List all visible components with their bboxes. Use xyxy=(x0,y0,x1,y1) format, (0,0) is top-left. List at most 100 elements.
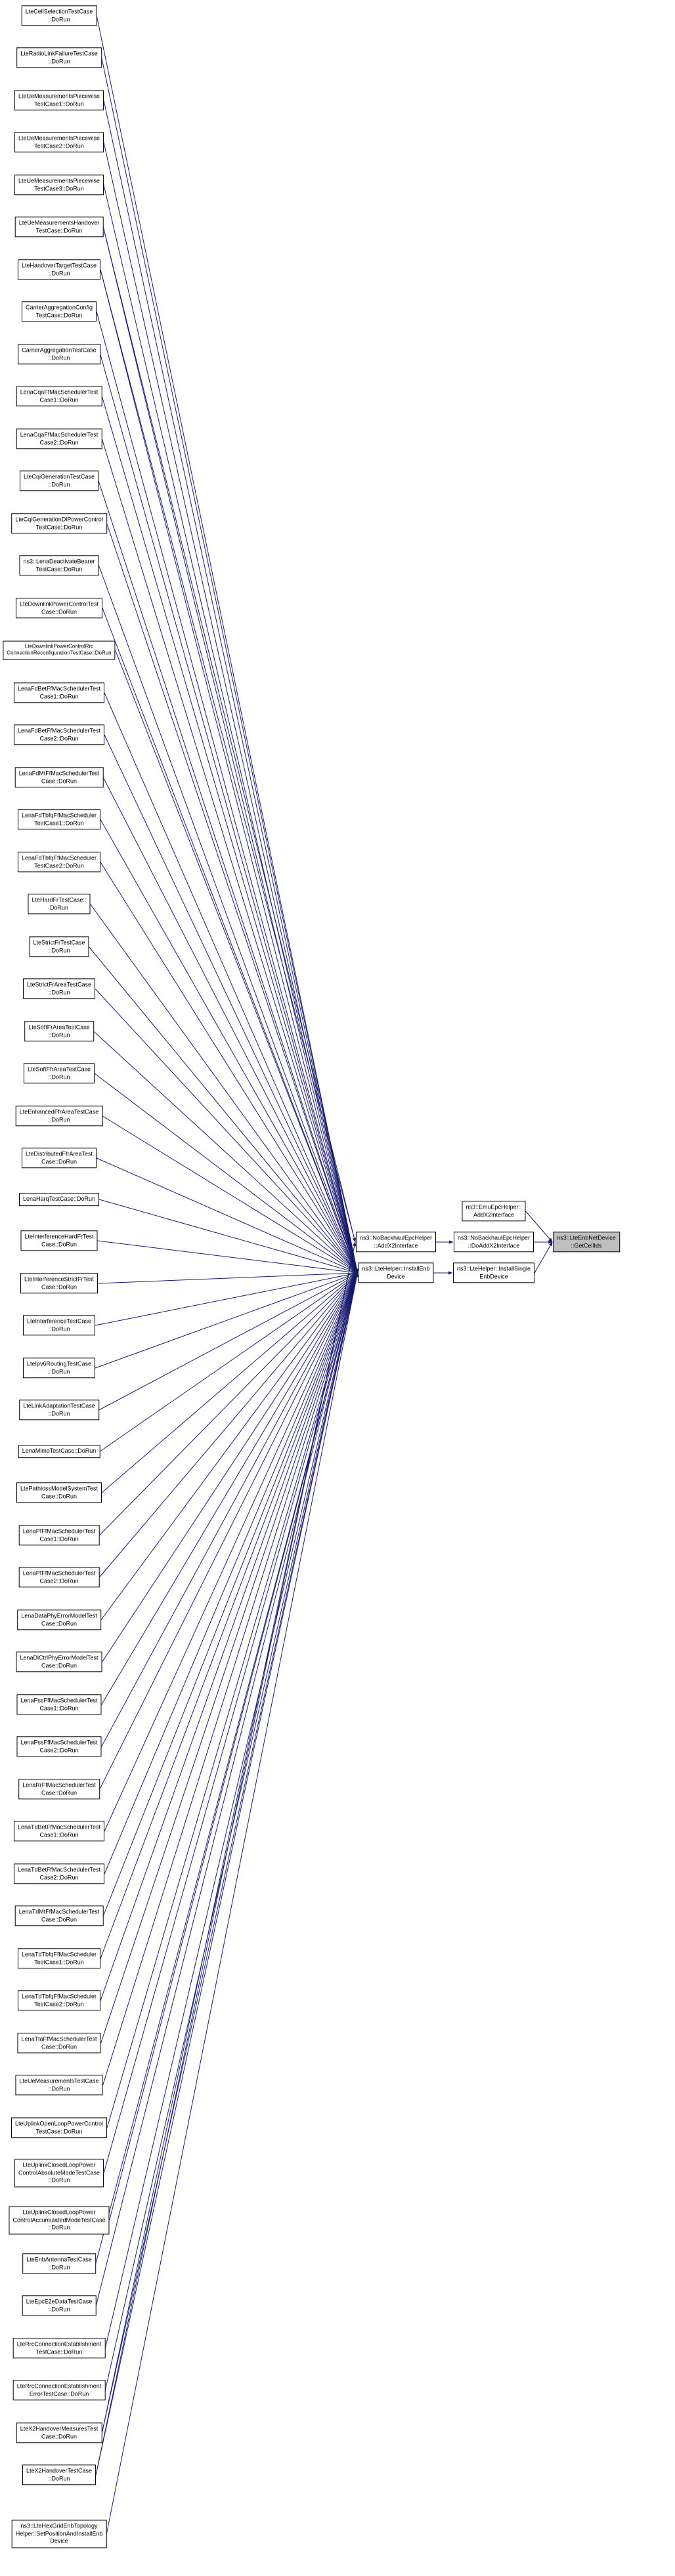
graph-node-label-line: ns3::LteEnbNetDevice xyxy=(557,1234,616,1241)
edge-52-61 xyxy=(109,1272,359,2221)
graph-node-label-line: LenaTdTbfqFfMacScheduler xyxy=(21,1993,97,2000)
graph-node-label-line: LteUplinkOpenLoopPowerControl xyxy=(14,2120,104,2127)
graph-node-label-line: Case::DoRun xyxy=(41,1620,77,1627)
graph-node-lteradiolinkfailuretestcase-dorun[interactable]: LteRadioLinkFailureTestCase::DoRun xyxy=(16,47,102,68)
graph-node-ltehandovertargettestcase-dorun[interactable]: LteHandoverTargetTestCase::DoRun xyxy=(17,259,101,280)
graph-node-label-line: ::GetCellIds xyxy=(571,1242,602,1249)
graph-node-ltestrictfrtestcase-dorun[interactable]: LteStrictFrTestCase::DoRun xyxy=(29,936,89,957)
graph-node-label-line: TestCase::DoRun xyxy=(35,2348,83,2355)
graph-node-lteuemeasurementstestcase-dorun[interactable]: LteUeMeasurementsTestCase::DoRun xyxy=(15,2075,103,2096)
graph-node-label-line: LenaDlCtrlPhyErrorModelTest xyxy=(20,1654,98,1661)
graph-node-label-line: CarrierAggregationTestCase xyxy=(22,346,97,354)
graph-node-label-line: LteRrcConnectionEstablishment xyxy=(16,2340,102,2348)
graph-node-ltecellselectiontestcase-dorun[interactable]: LteCellSelectionTestCase::DoRun xyxy=(21,5,97,26)
graph-node-lteenhancedffrareatestcase-dorun[interactable]: LteEnhancedFfrAreaTestCase::DoRun xyxy=(15,1106,103,1127)
graph-node-label-line: ::DoRun xyxy=(48,2475,70,2482)
edge-57-60 xyxy=(101,1241,357,2434)
graph-node-label-line: LteUplinkClosedLoopPower xyxy=(22,2209,96,2216)
graph-node-lteepce2edatatestcase-dorun[interactable]: LteEpcE2eDataTestCase::DoRun xyxy=(22,2295,97,2316)
graph-node-label-line: ::DoRun xyxy=(48,16,70,22)
graph-node-ltesoftffrareatestcase-dorun[interactable]: LteSoftFfrAreaTestCase::DoRun xyxy=(23,1063,95,1084)
edge-9-61 xyxy=(101,396,359,1274)
edge-15-61 xyxy=(115,650,358,1274)
graph-node-lteenbantennatestcase-dorun[interactable]: LteEnbAntennaTestCase::DoRun xyxy=(22,2253,96,2274)
graph-node-label-line: Case2::DoRun xyxy=(39,1747,79,1753)
graph-node-label-line: ErrorTestCase::DoRun xyxy=(29,2390,89,2397)
graph-node-ltesoftfrareatestcase-dorun[interactable]: LteSoftFrAreaTestCase::DoRun xyxy=(24,1021,94,1042)
graph-node-label-line: Case::DoRun xyxy=(41,2433,77,2440)
graph-node-ns3-nobackhaulepchelper-doaddx2interface[interactable]: ns3::NoBackhaulEpcHelper::DoAddX2Interfa… xyxy=(453,1232,534,1253)
graph-node-ns3-emuepchelper-addx2interface[interactable]: ns3::EmuEpcHelper::AddX2Interface xyxy=(462,1201,526,1222)
graph-node-ltehardfrtestcase-dorun[interactable]: LteHardFrTestCase::DoRun xyxy=(28,894,91,915)
edge-45-61 xyxy=(102,1272,358,1917)
graph-node-label-line: TestCase::DoRun xyxy=(35,566,83,572)
graph-node-lenaharqtestcase-dorun[interactable]: LenaHarqTestCase::DoRun xyxy=(18,1193,100,1206)
graph-node-label-line: TestCase::DoRun xyxy=(35,2128,83,2134)
graph-node-ltestrictfrareatestcase-dorun[interactable]: LteStrictFrAreaTestCase::DoRun xyxy=(22,978,96,999)
graph-node-lenamimotestcase-dorun[interactable]: LenaMimoTestCase::DoRun xyxy=(18,1445,100,1458)
graph-node-label-line: LteUeMeasurementsTestCase xyxy=(19,2077,99,2085)
graph-node-label-line: LenaHarqTestCase::DoRun xyxy=(22,1195,96,1203)
graph-node-label-line: ::DoRun xyxy=(48,2085,70,2092)
edge-58-60 xyxy=(95,1241,357,2476)
graph-node-ltex2handovertestcase-dorun[interactable]: LteX2HandoverTestCase::DoRun xyxy=(22,2464,97,2485)
graph-node-lteipv6routingtestcase-dorun[interactable]: LteIpv6RoutingTestCase::DoRun xyxy=(22,1358,96,1379)
edge-1-61 xyxy=(101,57,359,1274)
edge-44-61 xyxy=(104,1272,358,1875)
graph-node-label-line: Case::DoRun xyxy=(41,608,77,615)
graph-node-label-line: AddX2Interface xyxy=(473,1211,515,1218)
graph-node-lteinterferencetestcase-dorun[interactable]: LteInterferenceTestCase::DoRun xyxy=(22,1315,96,1336)
graph-node-carrieraggregationtestcase-dorun[interactable]: CarrierAggregationTestCase::DoRun xyxy=(18,344,100,365)
edge-5-61 xyxy=(102,226,359,1274)
graph-node-ns3-nobackhaulepchelper-addx2interface[interactable]: ns3::NoBackhaulEpcHelper::AddX2Interface xyxy=(355,1232,437,1253)
graph-node-label-line: ::AddX2Interface xyxy=(374,1242,418,1249)
edge-43-61 xyxy=(104,1272,358,1832)
graph-node-label-line: ::DoRun xyxy=(48,989,70,995)
graph-node-ltecqigenerationtestcase-dorun[interactable]: LteCqiGenerationTestCase::DoRun xyxy=(19,470,99,491)
graph-node-ltelinkadaptationtestcase-dorun[interactable]: LteLinkAdaptationTestCase::DoRun xyxy=(19,1400,99,1421)
